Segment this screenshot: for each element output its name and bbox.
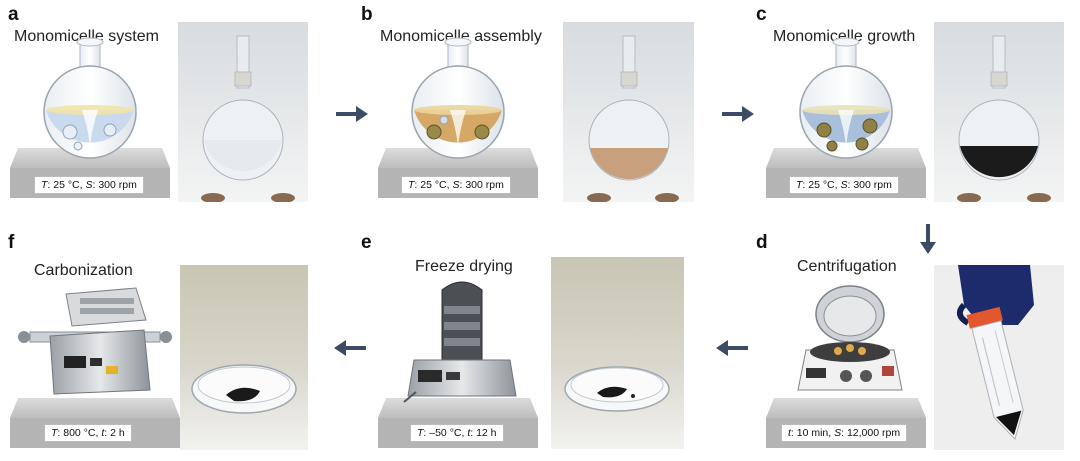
panel-letter-f: f	[8, 232, 15, 253]
photo-petri-dish-e	[551, 257, 684, 449]
photo-centrifuge-tube	[934, 265, 1064, 450]
panel-title-e: Freeze drying	[415, 258, 513, 275]
stirring-flask-illustration-b	[378, 37, 538, 198]
panel-letter-c: c	[756, 4, 767, 25]
condition-label-e: T: –50 °C, t: 12 h	[410, 424, 504, 442]
panel-letter-a: a	[8, 4, 19, 25]
photo-flask-tan	[563, 22, 694, 202]
condition-label-f: T: 800 °C, t: 2 h	[44, 424, 132, 442]
arrow-right-icon	[722, 106, 754, 122]
condition-label-c: T: 25 °C, S: 300 rpm	[789, 176, 899, 194]
arrow-left-icon	[334, 340, 366, 356]
condition-label-b: T: 25 °C, S: 300 rpm	[401, 176, 511, 194]
photo-petri-dish-f	[180, 265, 308, 450]
photo-flask-black	[934, 22, 1064, 202]
condition-label-d: t: 10 min, S: 12,000 rpm	[781, 424, 908, 442]
photo-liquid-b	[590, 148, 668, 180]
panel-letter-e: e	[361, 232, 372, 253]
arrow-down-icon	[920, 224, 936, 254]
panel-letter-d: d	[756, 232, 768, 253]
panel-title-c: Monomicelle growth	[773, 28, 916, 45]
photo-flask-clear	[178, 22, 308, 202]
freeze-dryer-illustration	[378, 281, 538, 448]
tube-furnace-illustration	[10, 287, 180, 448]
panel-letter-b: b	[361, 4, 373, 25]
panel-title-d: Centrifugation	[797, 258, 897, 275]
arrow-left-icon	[716, 340, 748, 356]
photo-liquid-c	[960, 146, 1038, 178]
panel-title-b: Monomicelle assembly	[380, 28, 542, 45]
arrow-right-icon	[336, 106, 368, 122]
panel-title-f: Carbonization	[34, 262, 133, 279]
panel-title-a: Monomicelle system	[14, 28, 159, 45]
condition-label-a: T: 25 °C, S: 300 rpm	[34, 176, 144, 194]
